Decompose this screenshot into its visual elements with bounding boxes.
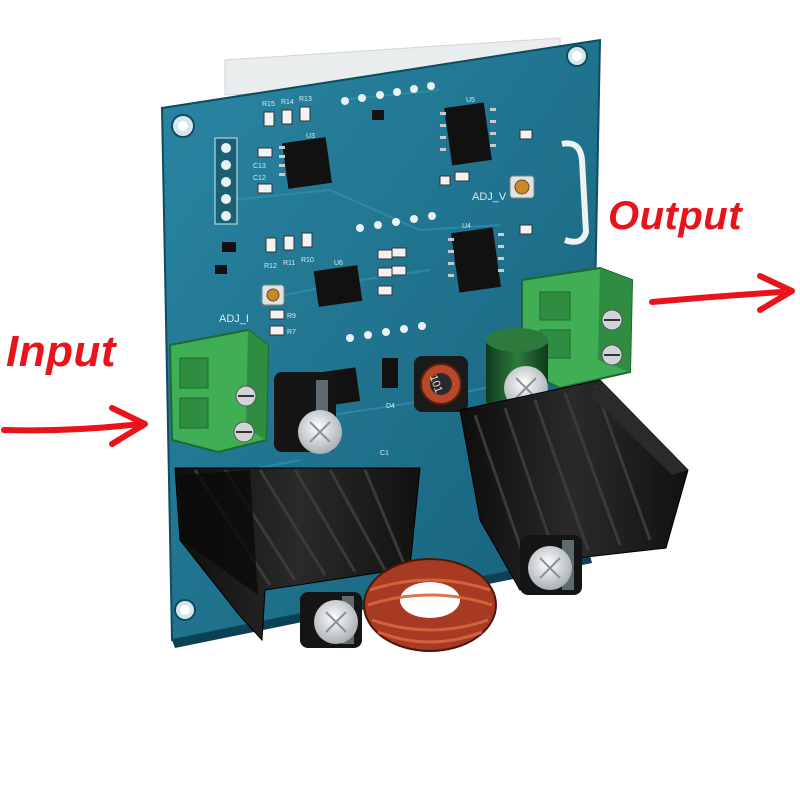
bottom-capacitor-left [300, 592, 362, 648]
ref-r14: R14 [281, 99, 294, 106]
ref-u3: U3 [306, 133, 315, 140]
ref-r13: R13 [299, 96, 312, 103]
ref-r9: R9 [287, 313, 296, 320]
heatsink-left [174, 467, 421, 642]
inductor-code: 101 [427, 373, 445, 394]
pin-header [214, 137, 238, 225]
ref-c1: C1 [380, 450, 389, 457]
heatsink-right [459, 379, 689, 591]
ref-r10: R10 [301, 257, 314, 264]
ic-chips [279, 102, 504, 407]
toroid-inductor [363, 558, 497, 652]
top-pad-row [341, 82, 436, 342]
ref-u4: U4 [462, 223, 471, 230]
jumper-wire [561, 140, 590, 245]
smd-components [215, 106, 533, 388]
output-label: Output [608, 194, 743, 238]
ref-u5: U5 [466, 97, 475, 104]
mounting-holes [171, 45, 588, 621]
trimmer-potentiometers [261, 175, 535, 306]
electrolytic-capacitor-input [274, 372, 342, 454]
ref-u6: U6 [334, 260, 343, 267]
ref-r15: R15 [262, 101, 275, 108]
adj-i-label: ADJ_I [219, 313, 249, 325]
ref-r12: R12 [264, 263, 277, 270]
input-terminal-block [168, 328, 270, 454]
input-arrow [1, 405, 148, 447]
smd-inductor: 101 [414, 356, 468, 412]
input-label: Input [6, 327, 117, 376]
ref-r11: R11 [283, 260, 295, 267]
ref-d4: D4 [386, 403, 395, 410]
silkscreen-labels: ADJ_V ADJ_I R15 R14 R13 U3 U5 C13 C12 R1… [219, 96, 507, 457]
ref-c13: C13 [253, 163, 266, 170]
bottom-capacitor-right [520, 535, 582, 595]
ref-c12: C12 [253, 175, 266, 182]
ref-r7: R7 [287, 329, 296, 336]
adj-v-label: ADJ_V [472, 191, 507, 203]
output-arrow [649, 273, 795, 313]
